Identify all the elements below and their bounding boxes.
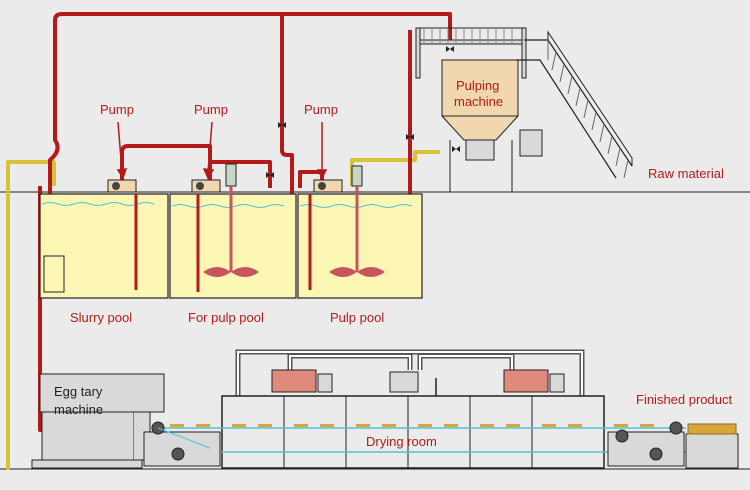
agitator-pulp-pool [329,165,385,277]
egg-tray-machine-label-line1: Egg tary [54,384,103,399]
valve-icon [446,46,454,52]
egg-trays-on-conveyor [170,424,654,427]
valve-icon [452,146,460,152]
agitator-motor [351,165,363,187]
pump-label: Pump [194,102,228,117]
drying-room-partitions [283,396,533,468]
drying-line [143,349,739,469]
raw-material-label: Raw material [648,166,724,181]
drying-room-label: Drying room [366,434,437,449]
pump-wheel [196,182,204,190]
egg-tray-machine-label-line2: machine [54,402,103,417]
egg-tray-machine-top [39,373,165,413]
valve-icon [406,134,414,140]
pulp-pool-label: Pulp pool [330,310,384,325]
pump-label: Pump [304,102,338,117]
pulping-motor [519,129,543,157]
agitator-blade [329,267,385,277]
overflow-tank [43,255,65,293]
water-line [171,204,285,208]
red-pipe-pump1 [120,144,212,190]
red-pipe-pump2 [210,160,272,188]
valves [266,46,460,178]
pulping-machine-label-line1: Pulping [456,78,499,93]
pulping-machine-label-line2: machine [454,94,503,109]
pump-pointer-arrows [116,121,328,180]
pump-2 [191,179,221,193]
pump-1 [107,179,137,193]
valve-icon [266,172,274,178]
valve-icon [278,122,286,128]
slurry-pool-label: Slurry pool [70,310,132,325]
transfer-unit-left [143,421,221,467]
pump-3 [313,179,343,193]
pulp-pool [297,193,423,299]
transfer-unit-right [607,421,685,467]
pump-wheel [112,182,120,190]
egg-tray-machine-body [41,407,135,461]
agitator-for-pulp-pool [203,163,259,277]
pool-group [39,193,423,299]
drying-room-box [221,395,605,469]
red-pipe-main-upper [48,12,452,250]
egg-tray-machine-base [31,459,143,469]
dryer-fan [271,369,333,393]
egg-tray-machine-unit [31,373,165,469]
pump-wheel [318,182,326,190]
pump-label: Pump [100,102,134,117]
for-pulp-pool [169,193,297,299]
yellow-pipe-return [6,160,55,470]
red-pipe-to-for-pulp-pool [280,16,294,200]
for-pulp-pool-label: For pulp pool [188,310,264,325]
finished-product-stack [685,423,739,469]
finished-product-label: Finished product [636,392,732,407]
pulping-outlet [465,139,495,161]
agitator-blade [203,267,259,277]
yellow-pipe-pulp-return [350,150,440,186]
dryer-fan [503,369,565,393]
pulping-machine-unit [415,27,633,192]
agitator-motor [225,163,237,187]
